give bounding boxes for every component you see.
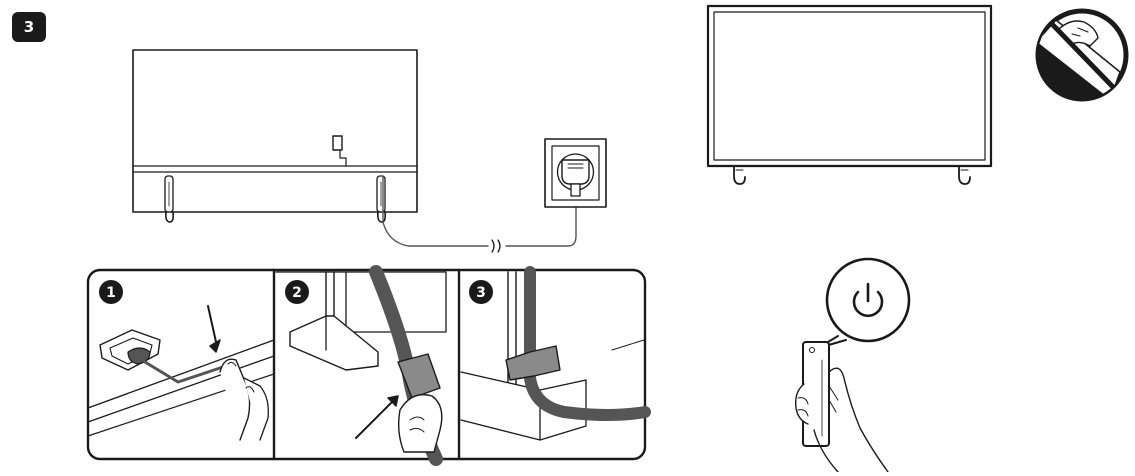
power-callout [817,257,911,349]
tv-front-view [706,4,993,185]
substep-3-marker: 3 [469,280,493,304]
tv-foot-right [958,165,971,185]
power-plug [561,159,590,197]
substep-1-marker: 1 [99,280,123,304]
substep-2-illustration [275,265,447,466]
tv-power-port [332,135,343,151]
hand-holding-remote [794,367,889,473]
substep-2-number: 2 [292,285,302,301]
power-icon [852,282,884,318]
substep-3-illustration [460,266,651,441]
tv-back-view [132,49,577,253]
remote-control [802,341,830,447]
cable-break-symbol [491,239,501,253]
cable-clip [397,353,441,399]
power-cable [382,175,489,247]
substep-2-marker: 2 [285,280,309,304]
step-number: 3 [23,18,35,36]
substep-1-illustration [87,305,275,441]
wall-outlet [544,138,607,208]
tv-foot-left [733,165,746,185]
tv-stand-right [376,175,386,223]
step-number-badge: 3 [12,12,46,42]
no-touch-screen-icon [1035,8,1129,102]
cable-clip-secured [505,345,561,381]
substep-3-number: 3 [476,285,486,301]
tv-stand-left [164,175,174,223]
remote-power-button [809,347,815,353]
substep-1-number: 1 [106,285,116,301]
